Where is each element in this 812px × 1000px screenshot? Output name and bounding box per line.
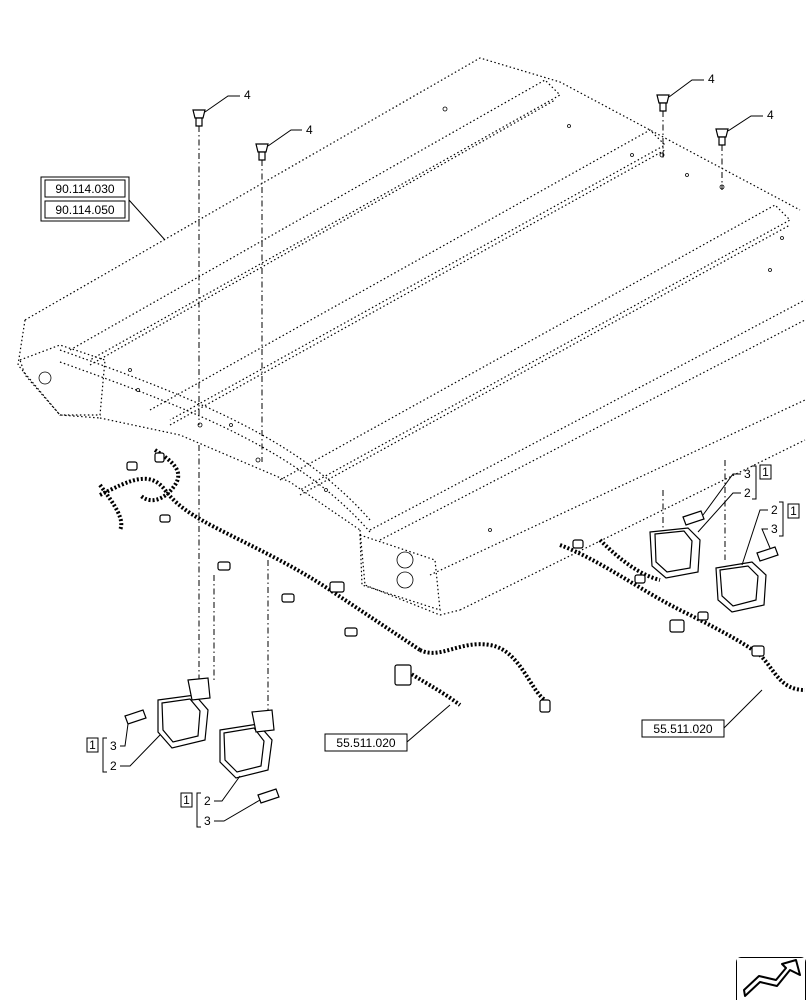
callout-bolt-c: 4 (708, 72, 715, 86)
bulb-left-2 (257, 788, 280, 804)
mounting-hole (324, 488, 328, 492)
harness-connector (751, 645, 765, 657)
bolt-a (192, 109, 206, 127)
harness-connector (159, 514, 171, 523)
ref-90-114-030[interactable]: 90.114.030 (55, 182, 114, 196)
mounting-hole (128, 368, 132, 372)
work-lamp-right-1 (649, 527, 701, 579)
callout-lamp-right-1-box: 1 (762, 465, 769, 479)
callout-box (759, 464, 772, 480)
mounting-hole (567, 124, 571, 128)
bulb-right-1 (682, 510, 705, 526)
ref-90-114-050[interactable]: 90.114.050 (55, 203, 114, 217)
mounting-hole (768, 268, 772, 272)
ref-box-90-114-050[interactable] (44, 200, 126, 219)
wiring-harness (98, 448, 806, 707)
callout-lamp-right-2-lamp: 2 (771, 503, 778, 517)
work-lamp-left-1 (157, 677, 211, 749)
mounting-hole (442, 106, 448, 112)
callout-bolt-a: 4 (244, 88, 251, 102)
harness-connector (394, 664, 412, 686)
callout-lamp-left-1-bulb: 3 (110, 739, 117, 753)
callout-lamp-left-2-box: 1 (183, 793, 190, 807)
ref-harness-left[interactable]: 55.511.020 (336, 736, 395, 750)
callout-lamp-right-2-bulb: 3 (771, 522, 778, 536)
next-page-arrow-icon[interactable] (736, 957, 806, 1000)
bolt-d (715, 128, 729, 146)
mounting-hole (396, 551, 414, 569)
ref-box-90-114-030[interactable] (44, 179, 126, 198)
harness-connector (329, 581, 345, 593)
harness-connector (572, 539, 584, 549)
mounting-hole (229, 423, 233, 427)
harness-connector (634, 574, 646, 584)
mounting-hole (38, 371, 52, 385)
bolt-b (255, 143, 269, 161)
bulb-right-2 (756, 546, 779, 562)
callout-box (787, 503, 800, 519)
mounting-hole (780, 236, 784, 240)
mounting-hole (685, 173, 689, 177)
bolt-c (656, 94, 670, 112)
work-lamp-left-2 (219, 709, 275, 779)
bulb-left-1 (124, 709, 147, 725)
callout-box (180, 792, 193, 808)
callout-lamp-right-1-bulb: 3 (744, 467, 751, 481)
callout-lamp-left-2-bulb: 3 (204, 814, 211, 828)
callout-bolt-b: 4 (306, 123, 313, 137)
harness-connector (697, 611, 709, 621)
ref-harness-right[interactable]: 55.511.020 (653, 722, 712, 736)
roof-panel (17, 57, 806, 616)
mounting-hole (488, 528, 492, 532)
callout-lamp-right-1-lamp: 2 (744, 486, 751, 500)
mounting-hole (136, 388, 140, 392)
harness-connector (344, 627, 358, 637)
callout-box (86, 737, 99, 753)
mounting-hole (630, 153, 634, 157)
mounting-hole (255, 457, 261, 463)
ref-box-harness-left[interactable] (324, 733, 408, 752)
callout-lamp-left-2-lamp: 2 (204, 794, 211, 808)
mounting-hole (396, 571, 414, 589)
harness-connector (217, 561, 231, 571)
callout-lamp-left-1-box: 1 (89, 738, 96, 752)
ref-frame (40, 176, 130, 222)
harness-connector (669, 619, 685, 633)
callout-bolt-d: 4 (767, 108, 774, 122)
harness-connector (126, 461, 138, 471)
harness-connector (539, 699, 551, 713)
harness-connector (281, 593, 295, 603)
work-lamp-right-2 (715, 561, 767, 613)
callout-lamp-left-1-lamp: 2 (110, 759, 117, 773)
callout-lamp-right-2-box: 1 (790, 504, 797, 518)
harness-connector (154, 452, 165, 463)
ref-box-harness-right[interactable] (641, 719, 725, 738)
